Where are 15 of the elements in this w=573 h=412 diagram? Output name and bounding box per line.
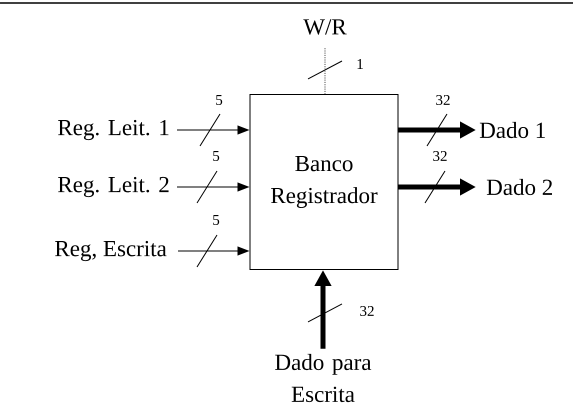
bit-width-label: 32	[433, 150, 447, 162]
bit-width-label: 1	[358, 59, 363, 69]
signal-label: Reg. Leit. 2	[58, 176, 169, 198]
signal-label: Dado 1	[480, 122, 545, 138]
bit-width-label: 32	[360, 306, 374, 316]
bit-width-label: 5	[213, 151, 220, 161]
signal-label: Reg, Escrita	[55, 240, 166, 262]
bit-width-label: 5	[216, 95, 222, 105]
signal-label: Dado para Escrita	[275, 354, 372, 402]
signal-label: W/R	[303, 19, 347, 35]
register-bank-box: Banco Registrador	[250, 94, 398, 270]
signal-label: Reg. Leit. 1	[58, 120, 168, 140]
signal-label: Dado 2	[486, 178, 552, 196]
bit-width-label: 5	[213, 215, 220, 225]
bit-width-label: 32	[436, 94, 450, 106]
